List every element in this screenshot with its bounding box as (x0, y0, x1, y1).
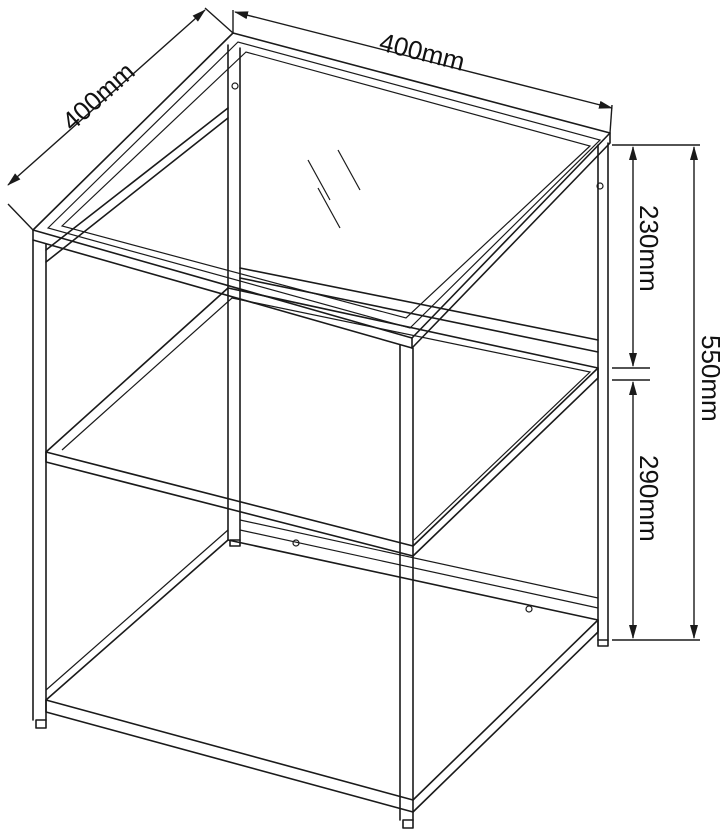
label-lower-height: 290mm (634, 455, 664, 542)
middle-shelf-front (45, 451, 414, 557)
screw-hole (596, 182, 604, 190)
screw-hole (292, 539, 300, 547)
bottom-rail-left (45, 529, 229, 691)
top-frame-right-edge (411, 132, 611, 349)
leg-back-right (597, 142, 609, 641)
middle-shelf-inner (61, 297, 592, 541)
leg-front-left (32, 239, 47, 721)
foot-front-left (35, 719, 47, 729)
label-width: 400mm (377, 27, 468, 77)
bottom-frame (45, 539, 599, 801)
foot-front-right (402, 819, 414, 829)
label-depth: 400mm (56, 56, 141, 136)
ext-line-depth-front (7, 203, 34, 231)
label-total-height: 550mm (696, 335, 720, 422)
dim-line-depth (7, 9, 206, 186)
middle-shelf-right (412, 367, 599, 557)
screw-hole (525, 605, 533, 613)
table-frame (32, 32, 611, 829)
foot-back-right (597, 639, 609, 647)
foot-back-left (229, 539, 241, 547)
dimension-lines (7, 7, 700, 641)
label-upper-height: 230mm (634, 205, 664, 292)
bottom-frame-front (45, 699, 414, 813)
leg-back-left (227, 44, 241, 541)
glass-glint-3 (337, 149, 361, 191)
middle-shelf (45, 287, 599, 547)
bottom-rail-back-lower (239, 519, 599, 609)
glass-glint-2 (317, 187, 341, 229)
dim-line-width (234, 11, 613, 109)
ext-line-depth-back (204, 7, 234, 34)
ext-line-width-right (609, 104, 613, 134)
bottom-frame-right (412, 619, 599, 813)
glass-panel (60, 51, 592, 319)
glass-glint-1 (307, 159, 331, 201)
screw-hole (231, 82, 239, 90)
top-frame-lower-edge (32, 229, 413, 349)
rail-back-upper (239, 267, 599, 353)
leg-front-right (399, 344, 414, 821)
